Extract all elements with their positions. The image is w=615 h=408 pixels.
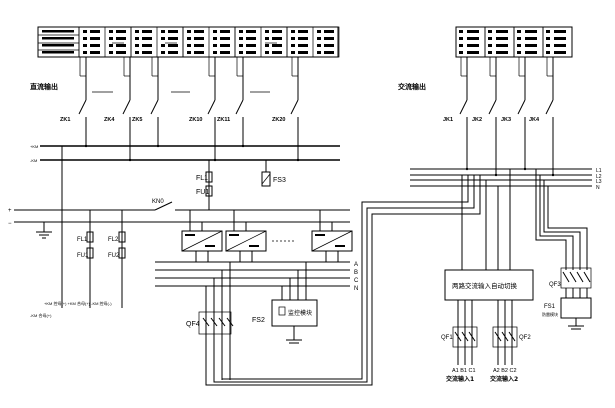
rectifier-module [225, 210, 267, 262]
ac-bus: L1 L2 L3 N [410, 168, 602, 191]
dc-switch-zk20-label: ZK20 [272, 117, 285, 123]
svg-text:−: − [8, 221, 12, 227]
phase-b-label: B [354, 270, 358, 276]
qf3-breaker: QF3 [535, 169, 592, 289]
fs2-label: FS2 [252, 317, 265, 324]
phase-n-label: N [354, 286, 358, 292]
bus-l1-label: L1 [596, 168, 602, 174]
phase-c-label: C [354, 278, 359, 284]
ac-switch-jk4-label: JK4 [529, 117, 540, 123]
fuse-label-fu2-left: FU2 [108, 253, 120, 259]
fs3-surge-protector: FS3 [261, 160, 286, 187]
input1-phases: A1 B1 C1 [452, 368, 476, 374]
qf2-label: QF2 [519, 335, 531, 341]
qf3-label: QF3 [549, 282, 561, 288]
ac-switch-jk3: JK3 [501, 57, 527, 171]
dc-switch-group: ZK1 ZK4 ZK5 ZK10 ZK11 ZK20 [60, 57, 300, 162]
svg-text:-KM: -KM [30, 158, 37, 163]
dc-output-label: 直流输出 [30, 82, 58, 91]
ground-icon [36, 222, 52, 239]
fuse-label-fl1-left: FL1 [77, 237, 88, 243]
ac-switch-group: JK1 JK2 JK3 JK4 [443, 57, 555, 177]
ac-switch-jk2: JK2 [472, 57, 498, 177]
fuse-label-fu1-left: FU1 [77, 253, 89, 259]
rectifier-module [311, 210, 353, 262]
ac-switch-jk4: JK4 [529, 57, 555, 177]
ac-switch-jk2-label: JK2 [472, 117, 482, 123]
dc-switch-zk4-label: ZK4 [104, 117, 115, 123]
dc-switch-zk1: ZK1 [60, 57, 88, 148]
qf4-label: QF4 [186, 321, 200, 328]
center-fuse-group: FL1 FU1 [196, 160, 213, 210]
dc-switch-zk11: ZK11 [217, 57, 245, 148]
fs1-label: FS1 [544, 304, 556, 310]
interconnect-wires [205, 175, 481, 386]
ac-switch-jk3-label: JK3 [501, 117, 511, 123]
ac-output-label: 交流输出 [398, 82, 426, 91]
fs1-sub: 防雷模块 [542, 311, 558, 317]
dc-bus: +KM -KM [30, 144, 340, 163]
bus-l2-label: L2 [596, 174, 602, 180]
qf1-label: QF1 [441, 335, 453, 341]
monitor-label: 监控模块 [288, 309, 312, 317]
qf4-breaker: QF4 [186, 262, 234, 380]
dc-switch-zk10-label: ZK10 [189, 117, 202, 123]
dc-output-names-1: +KM 控母(+) +KM 合母(+) -KM 控母(-) [44, 300, 112, 306]
dc-switch-zk5: ZK5 [132, 57, 160, 148]
svg-text:+: + [8, 208, 12, 214]
qf1-breaker: QF1 [441, 300, 478, 365]
bus-n-label: N [596, 185, 600, 191]
ac-phase-lines: A B C N [155, 261, 359, 292]
phase-a-label: A [354, 262, 358, 268]
dc-switch-zk20: ZK20 [272, 57, 300, 162]
dc-switch-zk5-label: ZK5 [132, 117, 142, 123]
ac-switch-jk1: JK1 [443, 57, 469, 171]
dc-output-names-2: -KM 合母(+) [30, 312, 52, 318]
ac-breaker-table [455, 26, 573, 58]
input2-phases: A2 B2 C2 [493, 368, 517, 374]
svg-text:+KM: +KM [30, 144, 38, 149]
fs2-monitor: 监控模块 FS2 [252, 262, 318, 344]
ac-switch-jk1-label: JK1 [443, 117, 453, 123]
dc-switch-zk1-label: ZK1 [60, 117, 70, 123]
kn0-label: KN0 [152, 199, 164, 205]
input2-label: 交流输入2 [490, 375, 518, 383]
input1-label: 交流输入1 [446, 375, 474, 383]
fs3-label: FS3 [273, 177, 286, 184]
ats-label: 两路交流输入自动切换 [452, 281, 518, 290]
dc-switch-zk11-label: ZK11 [217, 117, 230, 123]
fuse-label-fl2-left: FL2 [108, 237, 119, 243]
rectifier-module [181, 210, 223, 262]
fs1-surge: FS1 防雷模块 [542, 288, 592, 330]
bus-l3-label: L3 [596, 179, 602, 185]
ats-box: 两路交流输入自动切换 [444, 169, 534, 301]
dc-output-drops: FL1 FU1 FL2 FU2 [61, 146, 126, 308]
dc-breaker-table [37, 26, 340, 58]
fuse-label-fl1: FL1 [196, 175, 208, 182]
kn0-bus: KN0 + − [8, 199, 350, 227]
rectifier-module-group [181, 210, 353, 262]
fuse-label-fu1: FU1 [196, 189, 209, 196]
qf2-breaker: QF2 [492, 300, 531, 365]
